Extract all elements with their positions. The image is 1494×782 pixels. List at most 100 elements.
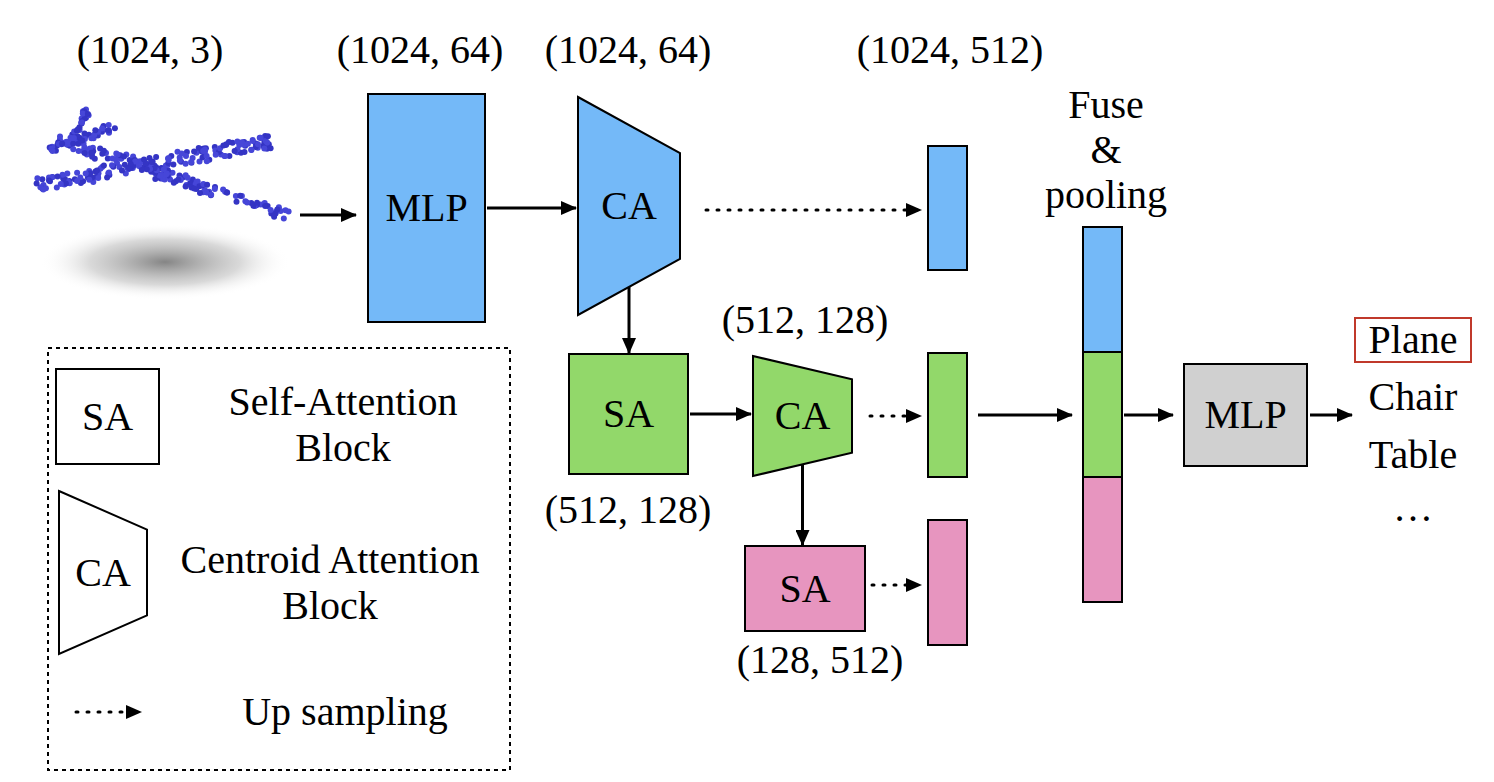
mlp-box: MLP xyxy=(367,93,486,323)
cloud-point xyxy=(71,135,77,141)
cloud-point xyxy=(286,208,292,214)
node-text: CA xyxy=(75,551,131,595)
node-text: MLP xyxy=(1204,393,1286,437)
cloud-point xyxy=(74,178,80,184)
legend-text: Centroid Attention Block xyxy=(155,537,505,629)
cloud-point xyxy=(274,207,280,213)
class-name: Table xyxy=(1369,432,1457,478)
cloud-point xyxy=(170,162,176,168)
input-arrow xyxy=(300,214,356,217)
cloud-point xyxy=(153,154,159,160)
cloud-point xyxy=(248,147,254,153)
cloud-point xyxy=(80,110,86,116)
plane-shadow xyxy=(40,224,290,300)
feature-bar xyxy=(928,146,967,270)
cloud-point xyxy=(88,150,94,156)
cloud-point xyxy=(262,203,268,209)
airplane-point-cloud xyxy=(34,106,292,221)
cloud-point xyxy=(105,128,111,134)
cloud-point xyxy=(82,150,88,156)
cloud-point xyxy=(76,148,82,154)
cloud-point xyxy=(281,216,287,222)
cloud-point xyxy=(104,175,110,181)
cloud-point xyxy=(113,151,119,157)
tensor-shape: (512, 128) xyxy=(545,487,712,533)
cloud-point xyxy=(197,190,203,196)
classifier-arrow xyxy=(1124,414,1173,417)
self-attention-block: SA xyxy=(744,545,866,632)
tensor-shape: (1024, 64) xyxy=(337,27,504,73)
cloud-point xyxy=(58,181,64,187)
cloud-point xyxy=(109,162,115,168)
cloud-point xyxy=(92,127,98,133)
cloud-point xyxy=(208,192,214,198)
cloud-point xyxy=(85,111,91,117)
node-text: CA xyxy=(601,184,657,228)
cloud-point xyxy=(177,158,183,164)
cloud-point xyxy=(245,141,251,147)
cloud-point xyxy=(190,155,196,161)
cloud-point xyxy=(242,149,248,155)
cloud-point xyxy=(64,171,70,177)
cloud-point xyxy=(40,186,46,192)
class-name: Chair xyxy=(1369,374,1458,420)
centroid-attention-block: CA xyxy=(752,355,853,477)
self-attention-block: SA xyxy=(568,353,689,475)
flow-arrow xyxy=(487,207,576,210)
node-text: CA xyxy=(775,394,831,438)
cloud-point xyxy=(220,143,226,149)
cloud-point xyxy=(74,127,80,133)
cloud-point xyxy=(204,182,210,188)
prediction-highlight xyxy=(1355,318,1471,362)
cloud-point xyxy=(268,207,274,213)
cloud-point xyxy=(70,146,76,152)
node-text: MLP xyxy=(385,186,467,230)
cloud-point xyxy=(112,125,118,131)
cloud-point xyxy=(50,148,56,154)
cloud-point xyxy=(237,193,243,199)
cloud-point xyxy=(143,161,149,167)
flow-arrow xyxy=(690,413,751,416)
cloud-point xyxy=(110,156,116,162)
cloud-point xyxy=(34,175,40,181)
cloud-point xyxy=(183,161,189,167)
feature-bar xyxy=(928,353,967,477)
cloud-point xyxy=(255,141,261,147)
cloud-point xyxy=(95,175,101,181)
tensor-shape: (1024, 512) xyxy=(857,27,1044,73)
cloud-point xyxy=(94,167,100,173)
legend-upsample-arrow xyxy=(76,711,128,714)
cloud-point xyxy=(250,137,256,143)
ellipsis: … xyxy=(1393,485,1433,531)
trapezoid-shape xyxy=(753,356,852,476)
legend-frame xyxy=(48,348,510,770)
cloud-point xyxy=(83,171,89,177)
cloud-point xyxy=(86,177,92,183)
cloud-point xyxy=(261,146,267,152)
cloud-point xyxy=(70,141,76,147)
cloud-point xyxy=(99,126,105,132)
cloud-point xyxy=(264,140,270,146)
legend-text: Self-Attention Block xyxy=(193,379,493,471)
node-text: SA xyxy=(82,395,133,439)
cloud-point xyxy=(99,151,105,157)
feature-bar xyxy=(928,520,967,645)
cloud-point xyxy=(232,148,238,154)
cloud-point xyxy=(265,133,271,139)
cloud-point xyxy=(254,200,260,206)
output-arrow xyxy=(1310,414,1352,417)
upsample-arrow xyxy=(706,209,920,212)
cloud-point xyxy=(191,186,197,192)
node-text: SA xyxy=(779,567,830,611)
centroid-attention-block: CA xyxy=(577,96,681,316)
cloud-point xyxy=(200,148,206,154)
arrow-head xyxy=(906,409,922,423)
legend-text: Up sampling xyxy=(242,689,448,735)
cloud-point xyxy=(183,183,189,189)
fuse-label: Fuse & pooling xyxy=(1021,83,1191,217)
tensor-shape: (1024, 64) xyxy=(545,27,712,73)
cloud-point xyxy=(271,214,277,220)
cloud-point xyxy=(161,166,167,172)
cloud-point xyxy=(204,158,210,164)
cloud-point xyxy=(152,176,158,182)
